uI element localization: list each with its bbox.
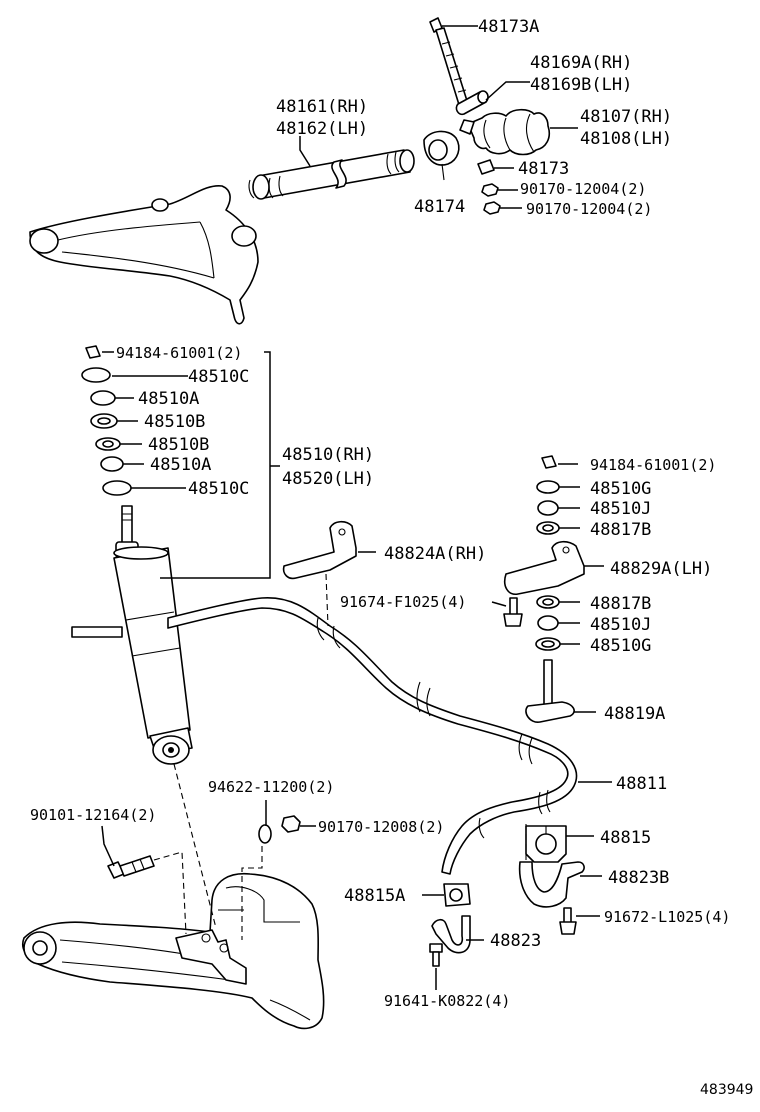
assembly-line-washer (241, 846, 263, 940)
label-48510A-b: 48510A (150, 455, 211, 475)
label-91674-F1025: 91674-F1025(4) (340, 593, 466, 611)
link-hardware-stack (535, 455, 561, 651)
label-48817B-a: 48817B (590, 520, 651, 540)
label-90101-12164: 90101-12164(2) (30, 806, 156, 824)
label-94184-61001-right: 94184-61001(2) (590, 456, 716, 474)
label-48510J-b: 48510J (590, 615, 651, 635)
figure-number: 483949 (700, 1082, 753, 1098)
bushing-48815A (443, 883, 471, 907)
hole-48829A (562, 546, 570, 554)
bolt-90101-12164 (107, 855, 155, 879)
label-91641-K0822: 91641-K0822(4) (384, 992, 510, 1010)
stabilizer-link-48819A (525, 659, 575, 723)
bracket-48829A (503, 540, 585, 596)
label-48815A: 48815A (344, 886, 405, 906)
label-48169B: 48169B(LH) (530, 75, 632, 95)
hole-48824A (338, 528, 346, 536)
label-48107: 48107(RH) (580, 107, 672, 127)
bolt-91641-K0822 (429, 943, 443, 967)
leader-48824A (325, 573, 329, 627)
bracket-48823B (518, 861, 585, 908)
label-48173: 48173 (518, 159, 569, 179)
leader-lines (101, 25, 612, 990)
label-48823B: 48823B (608, 868, 669, 888)
label-48824A: 48824A(RH) (384, 544, 486, 564)
label-91672-L1025: 91672-L1025(4) (604, 908, 730, 926)
label-48510C-b: 48510C (188, 479, 249, 499)
label-48510J-a: 48510J (590, 499, 651, 519)
bushing-48815 (525, 825, 567, 863)
bolt-91674-F1025 (503, 597, 523, 627)
label-48510C-a: 48510C (188, 367, 249, 387)
label-48169A: 48169A(RH) (530, 53, 632, 73)
label-90170-12004-b: 90170-12004(2) (526, 200, 652, 218)
label-48520: 48520(LH) (282, 469, 374, 489)
label-48161: 48161(RH) (276, 97, 368, 117)
label-48510G-b: 48510G (590, 636, 651, 656)
label-48108: 48108(LH) (580, 129, 672, 149)
label-48829A: 48829A(LH) (610, 559, 712, 579)
label-48510: 48510(RH) (282, 445, 374, 465)
assembly-line-shock (173, 763, 217, 929)
stabilizer-bar-48811 (71, 597, 578, 875)
shock-hardware-stack (81, 345, 132, 496)
bracket-48824A (282, 520, 357, 580)
label-90170-12004-a: 90170-12004(2) (520, 180, 646, 198)
nut-90170-12004-a (481, 183, 499, 197)
label-48815: 48815 (600, 828, 651, 848)
nut-90170-12008 (281, 815, 301, 833)
upper-control-arm (29, 185, 259, 325)
shaft-bushing-48174 (423, 130, 460, 181)
bolt-48173A (429, 17, 469, 109)
label-90170-12008: 90170-12008(2) (318, 818, 444, 836)
label-48173A: 48173A (478, 17, 539, 37)
label-48510A-a: 48510A (138, 389, 199, 409)
label-48510G-a: 48510G (590, 479, 651, 499)
cap-48173 (477, 159, 495, 175)
label-48817B-b: 48817B (590, 594, 651, 614)
assembly-line-bolt (153, 851, 187, 935)
bracket-48823 (431, 915, 471, 954)
label-48174: 48174 (414, 197, 465, 217)
upper-arm-shaft (248, 149, 415, 200)
label-48819A: 48819A (604, 704, 665, 724)
label-48811: 48811 (616, 774, 667, 794)
dust-boot-48107 (459, 108, 551, 156)
label-48162: 48162(LH) (276, 119, 368, 139)
label-94184-61001-top: 94184-61001(2) (116, 344, 242, 362)
label-48823: 48823 (490, 931, 541, 951)
label-48510B-b: 48510B (148, 435, 209, 455)
label-94622-11200: 94622-11200(2) (208, 778, 334, 796)
nut-90170-12004-b (483, 201, 501, 215)
adjust-cam-48169 (455, 90, 489, 116)
washer-94622-11200 (258, 824, 272, 844)
bolt-91672-L1025 (559, 907, 577, 935)
lower-control-arm (22, 872, 325, 1030)
shock-absorber (113, 505, 193, 765)
label-48510B-a: 48510B (144, 412, 205, 432)
